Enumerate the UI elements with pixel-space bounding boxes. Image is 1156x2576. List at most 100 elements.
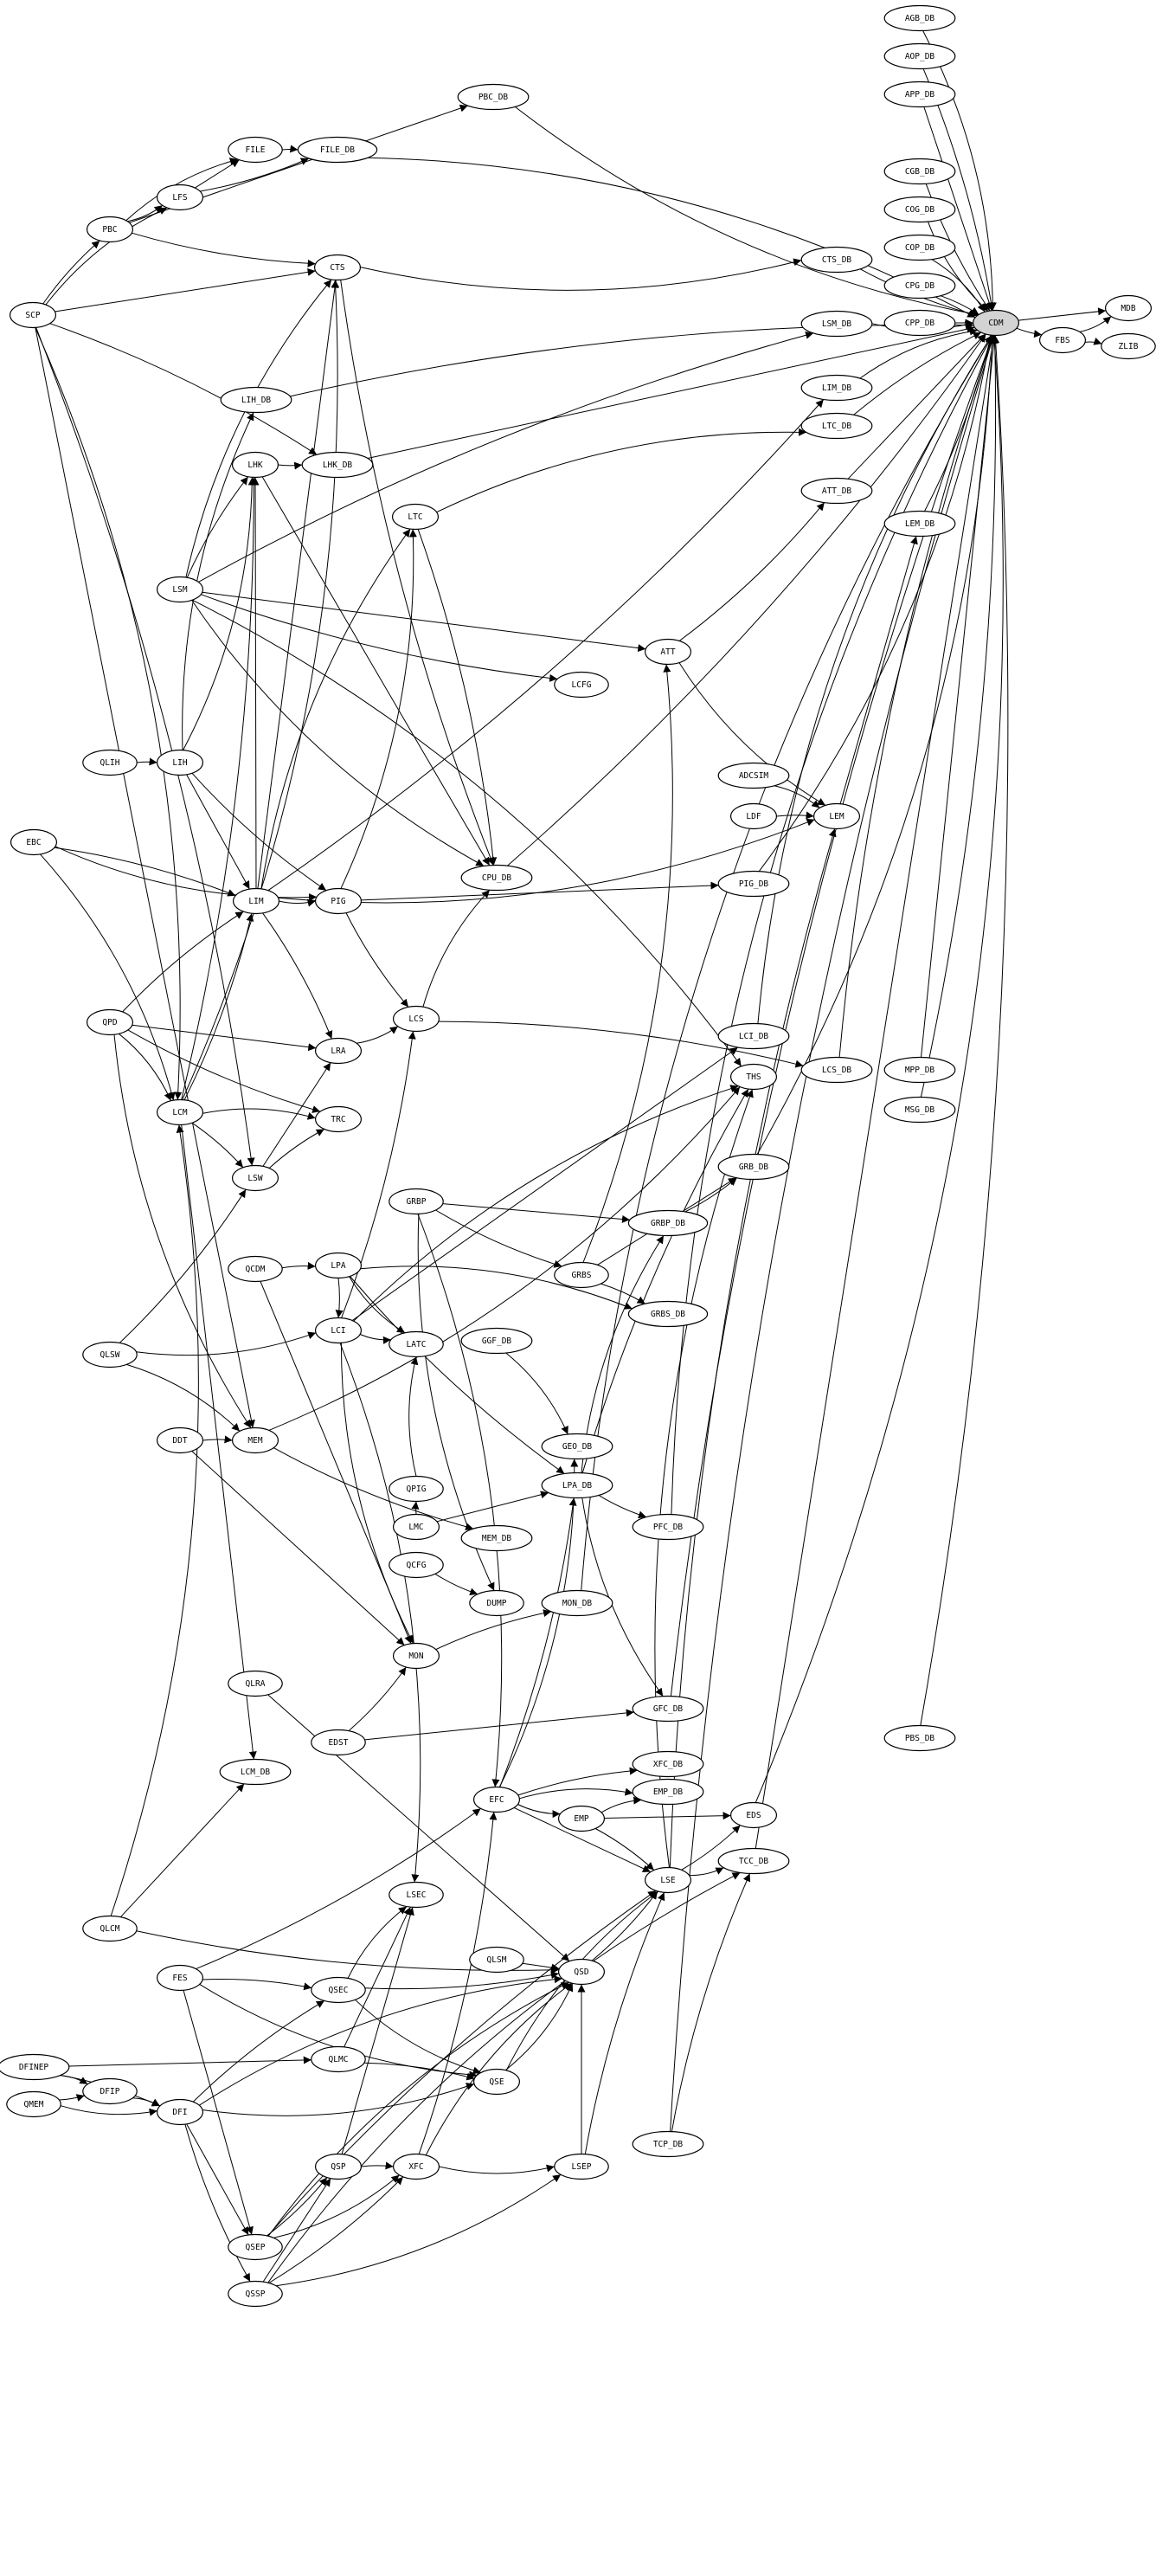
node-cog-db[interactable]: COG_DB: [883, 196, 956, 223]
node-lsec[interactable]: LSEC: [389, 1881, 444, 1909]
node-qsep[interactable]: QSEP: [228, 2233, 283, 2261]
node-grbs-db[interactable]: GRBS_DB: [627, 1300, 709, 1328]
node-ldf[interactable]: LDF: [729, 802, 777, 830]
node-eds[interactable]: EDS: [729, 1801, 777, 1829]
node-ltc-db[interactable]: LTC_DB: [800, 412, 873, 440]
node-grbs[interactable]: GRBS: [554, 1261, 609, 1289]
node-pig-db[interactable]: PIG_DB: [717, 870, 790, 898]
node-lmc[interactable]: LMC: [393, 1513, 440, 1541]
node-lem[interactable]: LEM: [812, 802, 860, 830]
node-lhk[interactable]: LHK: [232, 451, 279, 479]
node-lcm[interactable]: LCM: [157, 1098, 204, 1126]
node-fes[interactable]: FES: [157, 1964, 204, 1992]
node-grbp[interactable]: GRBP: [389, 1188, 444, 1215]
node-tcp-db[interactable]: TCP_DB: [632, 2130, 704, 2158]
node-qlmc[interactable]: QLMC: [311, 2045, 366, 2073]
node-lcs-db[interactable]: LCS_DB: [800, 1056, 873, 1084]
node-qlsw[interactable]: QLSW: [82, 1341, 138, 1368]
node-mdb[interactable]: MDB: [1104, 294, 1152, 322]
node-lcs[interactable]: LCS: [393, 1005, 440, 1033]
node-mon[interactable]: MON: [393, 1642, 440, 1670]
node-pbs-db[interactable]: PBS_DB: [883, 1724, 956, 1752]
node-qpig[interactable]: QPIG: [389, 1475, 444, 1503]
node-ddt[interactable]: DDT: [157, 1426, 204, 1454]
node-cgb-db[interactable]: CGB_DB: [883, 158, 956, 185]
node-tcc-db[interactable]: TCC_DB: [717, 1847, 790, 1875]
node-cpu-db[interactable]: CPU_DB: [460, 864, 533, 892]
node-dfinep[interactable]: DFINEP: [0, 2053, 70, 2081]
node-pbc[interactable]: PBC: [86, 216, 133, 243]
node-scp[interactable]: SCP: [10, 301, 56, 329]
node-grbp-db[interactable]: GRBP_DB: [627, 1209, 709, 1237]
node-ggf-db[interactable]: GGF_DB: [460, 1327, 533, 1355]
node-att-db[interactable]: ATT_DB: [800, 477, 873, 505]
node-lse[interactable]: LSE: [644, 1866, 691, 1894]
node-lci[interactable]: LCI: [315, 1317, 363, 1344]
node-dfi[interactable]: DFI: [157, 2098, 204, 2126]
node-lim[interactable]: LIM: [233, 887, 280, 915]
node-qpd[interactable]: QPD: [86, 1008, 133, 1036]
node-qse[interactable]: QSE: [472, 2068, 520, 2096]
node-qmem[interactable]: QMEM: [6, 2090, 61, 2118]
node-fbs[interactable]: FBS: [1038, 326, 1086, 354]
node-qlsm[interactable]: QLSM: [469, 1946, 524, 1974]
node-qsd[interactable]: QSD: [557, 1958, 605, 1986]
node-lsep[interactable]: LSEP: [554, 2153, 609, 2180]
node-dfip[interactable]: DFIP: [82, 2077, 138, 2105]
node-grb-db[interactable]: GRB_DB: [717, 1153, 790, 1181]
node-qsp[interactable]: QSP: [315, 2153, 363, 2180]
node-emp-db[interactable]: EMP_DB: [632, 1778, 704, 1806]
node-geo-db[interactable]: GEO_DB: [541, 1433, 613, 1460]
node-lhk-db[interactable]: LHK_DB: [301, 451, 374, 479]
node-att[interactable]: ATT: [644, 638, 691, 666]
node-qcdm[interactable]: QCDM: [228, 1255, 283, 1283]
node-pig[interactable]: PIG: [315, 887, 363, 915]
node-aop-db[interactable]: AOP_DB: [883, 42, 956, 70]
node-emp[interactable]: EMP: [557, 1805, 605, 1832]
node-qcfg[interactable]: QCFG: [389, 1551, 444, 1579]
node-qssp[interactable]: QSSP: [228, 2280, 283, 2308]
node-qlih[interactable]: QLIH: [82, 749, 138, 776]
node-file[interactable]: FILE: [228, 136, 283, 164]
node-mpp-db[interactable]: MPP_DB: [883, 1056, 956, 1084]
node-efc[interactable]: EFC: [472, 1786, 520, 1813]
node-cpp-db[interactable]: CPP_DB: [883, 309, 956, 337]
node-qsec[interactable]: QSEC: [311, 1976, 366, 2004]
node-cpg-db[interactable]: CPG_DB: [883, 272, 956, 299]
node-ltc[interactable]: LTC: [392, 503, 440, 531]
node-gfc-db[interactable]: GFC_DB: [632, 1695, 704, 1723]
node-mon-db[interactable]: MON_DB: [541, 1589, 613, 1617]
node-ths[interactable]: THS: [729, 1063, 777, 1091]
node-ebc[interactable]: EBC: [10, 828, 57, 856]
node-cts-db[interactable]: CTS_DB: [800, 246, 873, 274]
node-lcm-db[interactable]: LCM_DB: [219, 1758, 292, 1786]
node-xfc-db[interactable]: XFC_DB: [632, 1750, 704, 1778]
node-edst[interactable]: EDST: [311, 1729, 366, 1756]
node-mem-db[interactable]: MEM_DB: [460, 1524, 533, 1552]
node-qlcm[interactable]: QLCM: [82, 1915, 138, 1942]
node-lpa-db[interactable]: LPA_DB: [541, 1472, 613, 1499]
node-trc[interactable]: TRC: [315, 1105, 363, 1133]
node-pbc-db[interactable]: PBC_DB: [457, 83, 530, 111]
node-cts[interactable]: CTS: [314, 254, 362, 281]
node-xfc[interactable]: XFC: [393, 2153, 440, 2180]
node-latc[interactable]: LATC: [389, 1330, 444, 1358]
node-lsm[interactable]: LSM: [157, 576, 204, 603]
node-lci-db[interactable]: LCI_DB: [717, 1022, 790, 1050]
node-agb-db[interactable]: AGB_DB: [883, 4, 956, 32]
node-cop-db[interactable]: COP_DB: [883, 234, 956, 261]
node-lem-db[interactable]: LEM_DB: [883, 510, 956, 538]
node-lpa[interactable]: LPA: [315, 1252, 363, 1279]
node-lim-db[interactable]: LIM_DB: [800, 374, 873, 402]
node-lfs[interactable]: LFS: [157, 184, 204, 211]
node-lcfg[interactable]: LCFG: [554, 671, 609, 699]
node-pfc-db[interactable]: PFC_DB: [632, 1513, 704, 1541]
node-app-db[interactable]: APP_DB: [883, 80, 956, 108]
node-lra[interactable]: LRA: [315, 1037, 363, 1065]
node-cdm[interactable]: CDM: [972, 309, 1019, 337]
node-qlra[interactable]: QLRA: [228, 1670, 283, 1697]
node-mem[interactable]: MEM: [232, 1426, 279, 1454]
node-dump[interactable]: DUMP: [469, 1589, 524, 1617]
node-zlib[interactable]: ZLIB: [1101, 332, 1156, 360]
node-lsm-db[interactable]: LSM_DB: [800, 310, 873, 338]
